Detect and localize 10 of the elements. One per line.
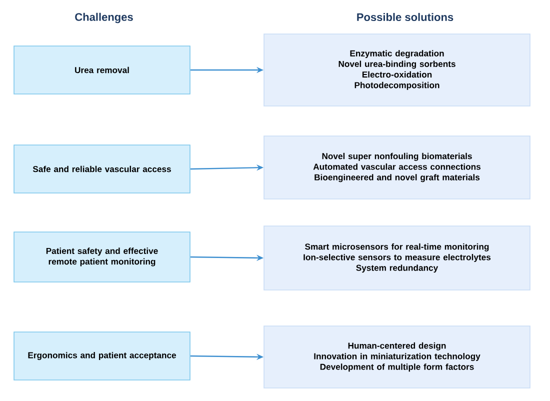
- solution-box: Enzymatic degradation Novel urea-binding sorbents Electro-oxidation Photodecomposition: [264, 34, 530, 106]
- solution-box: Human-centered design Innovation in miniaturization technology Development of multiple form factors: [264, 326, 530, 388]
- challenge-box: Ergonomics and patient acceptance: [14, 332, 190, 380]
- solution-box: Smart microsensors for real-time monitoring Ion-selective sensors to measure electrolytes System redundancy: [264, 226, 530, 290]
- column-heading: Challenges: [75, 12, 133, 24]
- challenge-box: Patient safety and effective remote patient monitoring: [14, 232, 190, 282]
- challenge-box: Urea removal: [14, 46, 190, 94]
- column-heading: Possible solutions: [357, 12, 454, 22]
- solution-box: Novel super nonfouling biomaterials Automated vascular access connections Bioengineered and novel graft materials: [264, 136, 530, 200]
- challenge-box: Safe and reliable vascular access: [14, 144, 190, 194]
